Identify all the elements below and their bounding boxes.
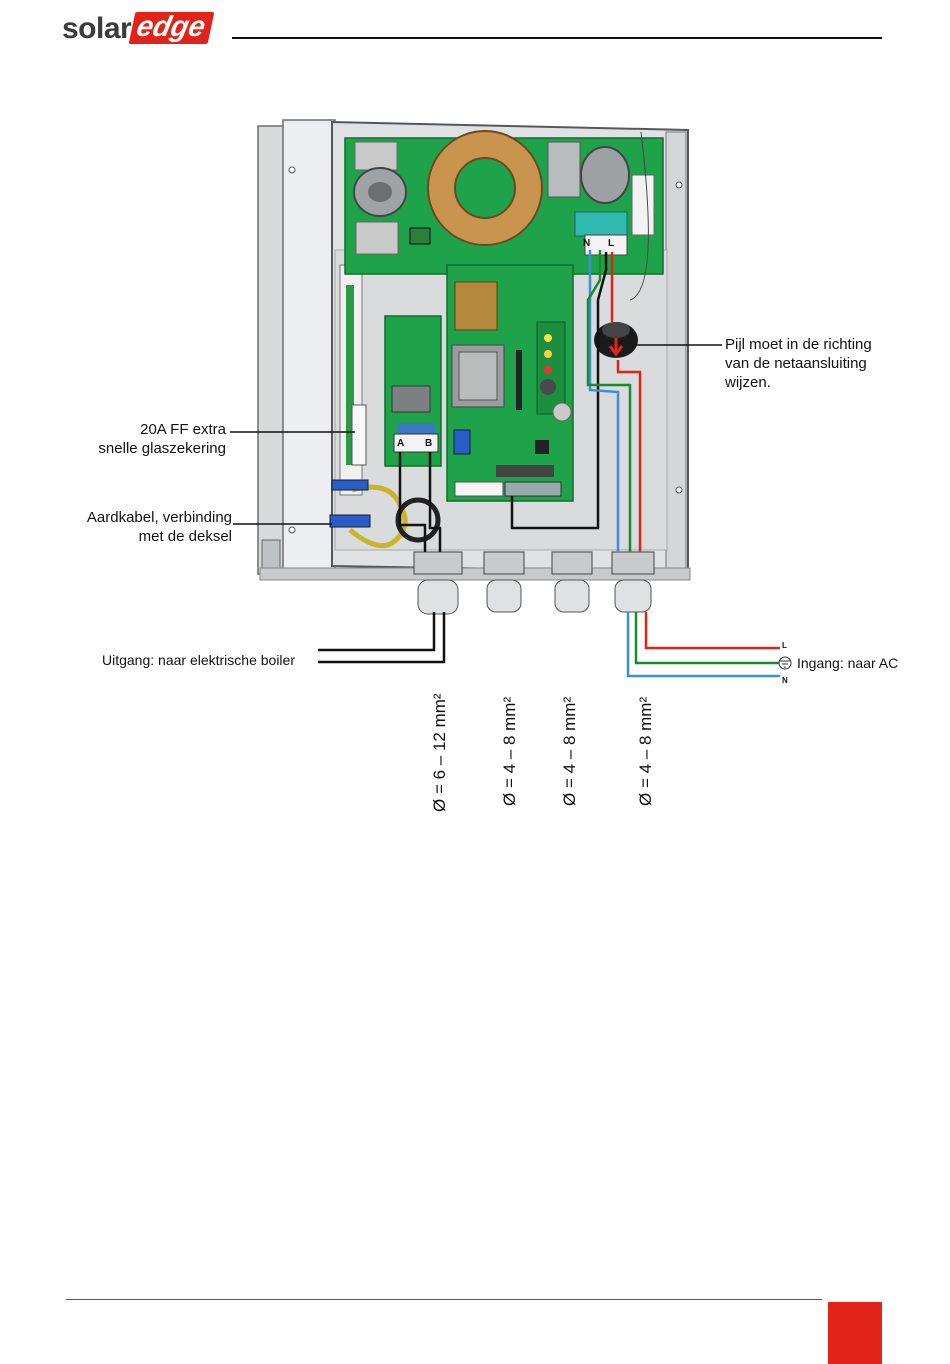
control-pcb	[447, 265, 573, 501]
arrow-note-line2: van de netaansluiting	[725, 354, 925, 373]
ground-label-line2: met de deksel	[40, 527, 232, 546]
input-label: Ingang: naar AC	[797, 654, 898, 673]
footer-rule	[66, 1299, 822, 1300]
relay-b-label: B	[425, 434, 432, 453]
arrow-note-label: Pijl moet in de richting van de netaansl…	[725, 335, 925, 392]
input-terminal-l: L	[782, 636, 787, 655]
din-rail	[340, 265, 366, 495]
output-label: Uitgang: naar elektrische boiler	[102, 651, 295, 670]
ground-symbol-icon	[779, 657, 791, 669]
fuse-label: 20A FF extra snelle glaszekering	[60, 420, 226, 458]
cable-size-4: Ø = 4 – 8 mm²	[636, 697, 656, 806]
relay-pcb	[385, 316, 441, 466]
relay-a-label: A	[397, 434, 404, 453]
input-terminal-n: N	[782, 671, 788, 690]
terminal-n-label: N	[583, 234, 590, 253]
fuse-label-line2: snelle glaszekering	[60, 439, 226, 458]
ground-label-line1: Aardkabel, verbinding	[40, 508, 232, 527]
cable-size-2: Ø = 4 – 8 mm²	[500, 697, 520, 806]
filter-pcb	[345, 131, 663, 274]
arrow-note-line3: wijzen.	[725, 373, 925, 392]
arrow-note-line1: Pijl moet in de richting	[725, 335, 925, 354]
ground-label: Aardkabel, verbinding met de deksel	[40, 508, 232, 546]
page-tab	[828, 1302, 882, 1364]
enclosure-lid	[258, 120, 335, 575]
terminal-l-label: L	[608, 234, 614, 253]
cable-size-1: Ø = 6 – 12 mm²	[430, 693, 450, 812]
fuse-label-line1: 20A FF extra	[60, 420, 226, 439]
cable-size-3: Ø = 4 – 8 mm²	[560, 697, 580, 806]
